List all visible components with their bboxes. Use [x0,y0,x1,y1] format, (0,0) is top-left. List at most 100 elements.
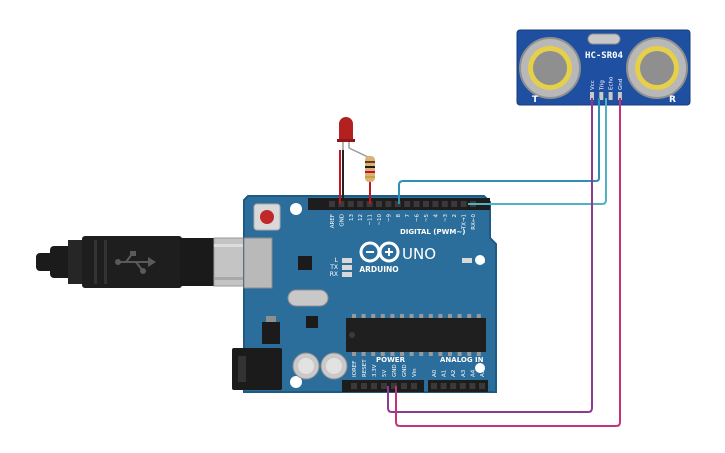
resistor[interactable] [348,147,375,198]
mount-hole [475,363,485,373]
sensor-pin-label: Trig [599,80,605,91]
transmitter-mark: T [532,95,539,105]
sensor-pin[interactable] [617,92,622,100]
led-l [342,258,352,263]
digital-pin-socket[interactable] [423,201,429,207]
analog-pin-socket[interactable] [431,383,437,389]
digital-pin-label: 7 [405,214,411,218]
digital-pin-socket[interactable] [329,201,335,207]
digital-pin-socket[interactable] [460,201,467,207]
power-pin-label: Vin [412,368,418,377]
led-label-l: L [335,257,339,264]
microcontroller-chip [346,314,486,356]
mount-hole [475,255,485,265]
wires [339,98,621,427]
digital-pin-socket[interactable] [432,201,439,207]
digital-pin-label: ~10 [377,214,383,226]
arduino-uno-board[interactable]: L TX RX ON ARDUINO UNO DIGITAL (PWM~) PO… [232,195,497,393]
digital-pin-label: ~6 [415,214,421,223]
power-pin-socket[interactable] [371,383,377,389]
power-pin-label: 3.3V [372,364,378,377]
reset-button[interactable] [253,203,281,231]
mount-hole [290,203,302,215]
power-pin-label: 5V [382,370,388,377]
digital-pin-label: 12 [358,214,364,221]
digital-pin-socket[interactable] [394,201,401,207]
digital-pin-label: 2 [452,214,458,218]
power-jack [232,348,282,390]
mount-hole [290,376,302,388]
wire-gnd-gnd[interactable] [395,98,621,427]
digital-pin-label: ~3 [443,214,449,223]
wire-echo-pin-tx[interactable] [468,98,607,205]
capacitor [320,352,348,380]
analog-pin-label: A1 [442,370,448,377]
usb-cable[interactable] [36,236,271,288]
led-label-rx: RX [330,271,338,278]
analog-pin-socket[interactable] [440,383,447,389]
power-pin-socket[interactable] [351,383,357,389]
arduino-logo: ARDUINO [359,241,400,274]
usb-port [243,237,273,289]
led-on [462,258,472,263]
analog-pin-label: A5 [480,369,486,377]
small-chip [298,256,312,270]
digital-pin-label: 13 [349,214,355,221]
sensor-pin[interactable] [608,92,613,100]
analog-pin-label: A0 [432,369,438,377]
power-pin-socket[interactable] [401,383,407,389]
analog-pin-socket[interactable] [450,383,457,389]
led-rx [342,272,352,277]
power-pin-socket[interactable] [411,383,417,389]
led-label-on: ON [476,258,485,265]
power-pin-socket[interactable] [381,383,387,389]
digital-pin-label: RX←0 [471,214,477,230]
led-tx [342,265,352,270]
crystal-oscillator [287,289,329,307]
digital-pin-socket[interactable] [357,201,364,207]
power-pin-label: RESET [362,359,368,377]
digital-pin-label: 8 [396,214,402,218]
digital-pin-socket[interactable] [413,201,420,207]
usb-symbol-icon [115,251,156,274]
digital-pin-label: 4 [433,214,439,218]
sensor-pin-label: Vcc [590,80,596,90]
power-pin-label: IOREF [352,361,358,377]
digital-pin-label: GND [339,214,345,227]
analog-pin-label: A2 [451,370,457,377]
digital-pin-socket[interactable] [441,201,448,207]
digital-pin-socket[interactable] [376,201,382,207]
sensor-pin-label: Gnd [618,79,624,90]
board-model-label: UNO [402,245,436,263]
receiver-mark: R [669,95,676,105]
digital-pin-socket[interactable] [338,201,345,207]
power-pin-socket[interactable] [391,383,397,389]
power-pin-label: GND [402,364,408,377]
digital-pin-socket[interactable] [404,201,411,207]
capacitor [292,352,320,380]
analog-pin-socket[interactable] [459,383,466,389]
arduino-logo-text: ARDUINO [359,265,398,274]
wire-trig-pin-8[interactable] [398,98,600,204]
voltage-regulator [262,316,280,344]
receiver-transducer [626,37,688,99]
power-pin-socket[interactable] [361,383,367,389]
digital-pin-socket[interactable] [385,201,392,207]
sensor-pin[interactable] [599,92,604,100]
power-pin-label: GND [392,364,398,377]
board-leds: L TX RX ON [329,257,485,278]
led-label-tx: TX [329,264,338,271]
sensor-pin[interactable] [590,92,594,100]
sensor-pin-label: Echo [609,76,615,90]
wire-vcc-5v[interactable] [387,98,593,413]
digital-pin-socket[interactable] [347,201,354,207]
digital-pin-label: ~11 [368,214,374,226]
analog-pin-socket[interactable] [469,383,476,389]
red-led[interactable] [337,117,355,150]
analog-pin-socket[interactable] [479,383,485,389]
transmitter-transducer [519,37,581,99]
analog-pin-label: A3 [461,369,467,377]
digital-pin-socket[interactable] [451,201,458,207]
